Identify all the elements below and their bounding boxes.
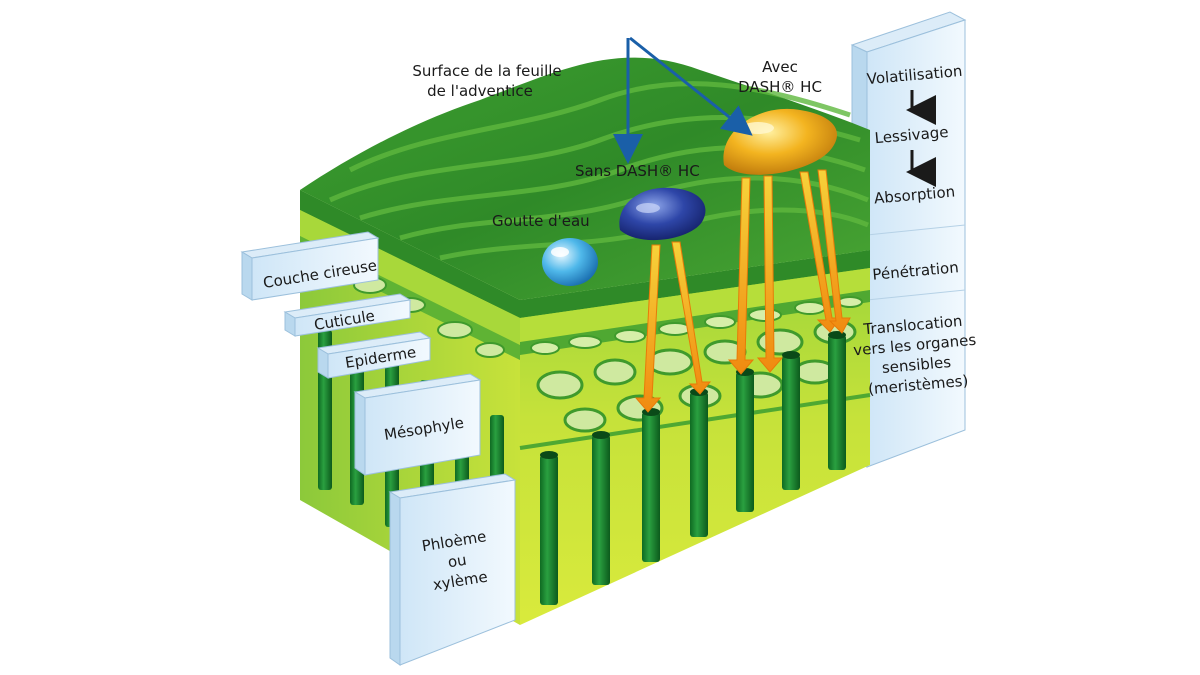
front-face-layers [519, 250, 871, 450]
annotation-with-dash-line2: DASH® HC [738, 78, 822, 96]
translocation-arrows [634, 169, 851, 413]
water-drop [542, 238, 598, 286]
annotation-without-dash: Sans DASH® HC [575, 162, 700, 180]
layer-label-panels [240, 231, 517, 666]
pointer-arrows [613, 36, 753, 164]
annotation-water-drop: Goutte d'eau [492, 212, 590, 230]
annotation-leaf-surface-line1: Surface de la feuille [412, 62, 561, 80]
label-vascular-line2: ou [447, 551, 468, 572]
dark-drop-without-dash [619, 187, 706, 241]
annotation-with-dash-line1: Avec [762, 58, 798, 76]
step-translocation-line3: sensibles [881, 353, 952, 377]
annotation-leaf-surface-line2: de l'adventice [427, 82, 533, 100]
